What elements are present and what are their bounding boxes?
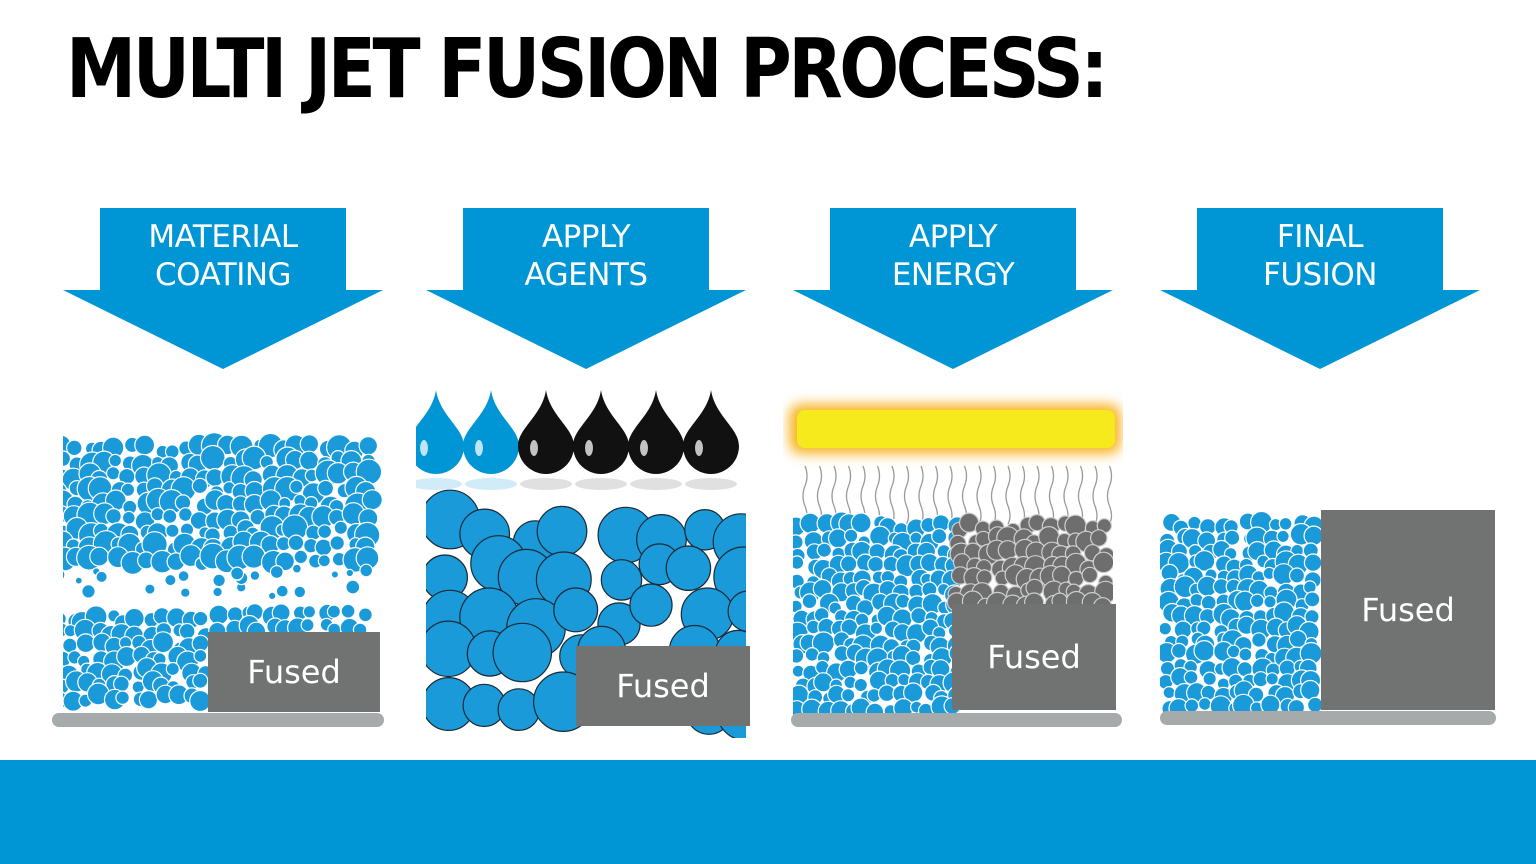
powder-layer [793,511,1113,722]
fused-label: Fused [987,638,1081,676]
step-label: APPLY ENERGY [891,219,1015,293]
fused-part: Fused [1321,510,1495,710]
step-apply-energy: APPLY ENERGY Fused [789,208,1122,738]
fused-part: Fused [208,632,380,712]
fused-label: Fused [247,653,341,691]
fused-part: Fused [576,646,750,726]
down-arrow-icon [63,208,383,369]
down-arrow-icon [1160,208,1480,369]
down-arrow-icon [426,208,746,369]
agent-drops [416,390,739,490]
build-plate [1160,711,1496,725]
fusing-agent-drop-icon [416,390,464,474]
step-label: MATERIAL COATING [148,219,298,293]
build-plate [791,713,1122,727]
build-plate [52,713,384,727]
powder-layer [63,432,383,713]
down-arrow-icon [793,208,1113,369]
step-material-coating: MATERIAL COATING Fused [52,208,384,738]
step-label: APPLY AGENTS [524,219,648,293]
fused-label: Fused [1361,591,1455,629]
heat-lamp-icon [797,410,1115,448]
step-apply-agents: APPLY AGENTS Fused [416,208,750,738]
fused-label: Fused [616,667,710,705]
step-final-fusion: FINAL FUSION Fused [1160,208,1496,738]
fused-part: Fused [952,604,1116,710]
page-title: MULTI JET FUSION PROCESS: [66,22,1109,117]
step-label: FINAL FUSION [1263,219,1377,293]
bottom-band [0,760,1536,864]
